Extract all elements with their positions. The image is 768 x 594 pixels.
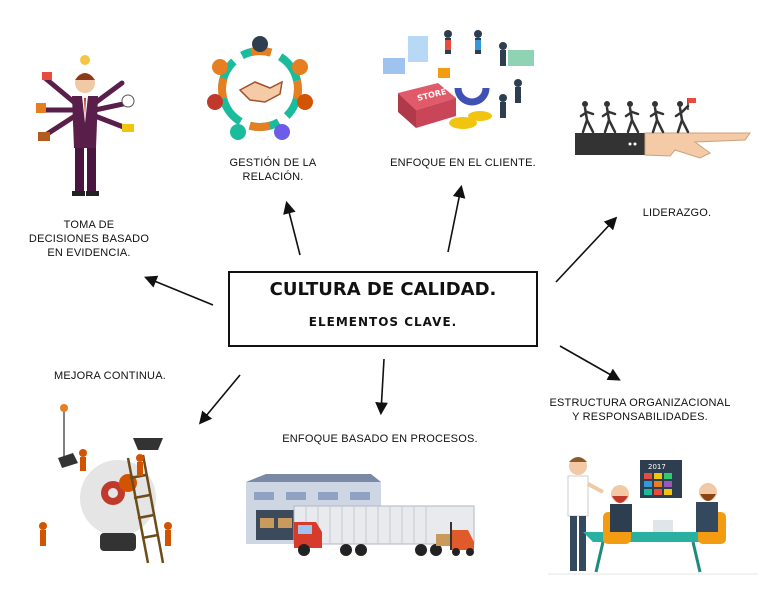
label-estructura: ESTRUCTURA ORGANIZACIONAL Y RESPONSABILI… [549,397,731,423]
leadership-runners-illustration [575,98,751,159]
businessman-multitask-illustration [36,55,135,196]
arrow-to-mejora [198,374,241,425]
arrow-to-decisiones [144,275,214,306]
label-cliente: ENFOQUE EN EL CLIENTE. [390,157,536,169]
arrow-to-cliente [447,184,466,253]
central-title: CULTURA DE CALIDAD. [269,279,497,300]
team-meeting-illustration: 2017 [548,457,758,575]
label-gestion: GESTIÓN DE LA RELACIÓN. [229,157,317,183]
label-decisiones: TOMA DE DECISIONES BASADO EN EVIDENCIA. [28,219,150,259]
arrow-to-gestion [283,200,301,256]
arrow-to-procesos [375,358,388,416]
board-year: 2017 [648,463,666,471]
label-liderazgo: LIDERAZGO. [642,207,712,219]
central-subtitle: ELEMENTOS CLAVE. [308,315,458,329]
customer-store-illustration: STORE [383,30,534,129]
lightbulb-gears-illustration [39,404,172,564]
handshake-ring-illustration [207,36,313,140]
warehouse-truck-illustration [246,474,475,556]
arrow-to-liderazgo [555,216,618,283]
central-concept-box: CULTURA DE CALIDAD. ELEMENTOS CLAVE. [228,271,538,347]
label-mejora: MEJORA CONTINUA. [54,370,166,382]
label-procesos: ENFOQUE BASADO EN PROCESOS. [282,433,478,445]
arrow-to-estructura [559,345,621,381]
